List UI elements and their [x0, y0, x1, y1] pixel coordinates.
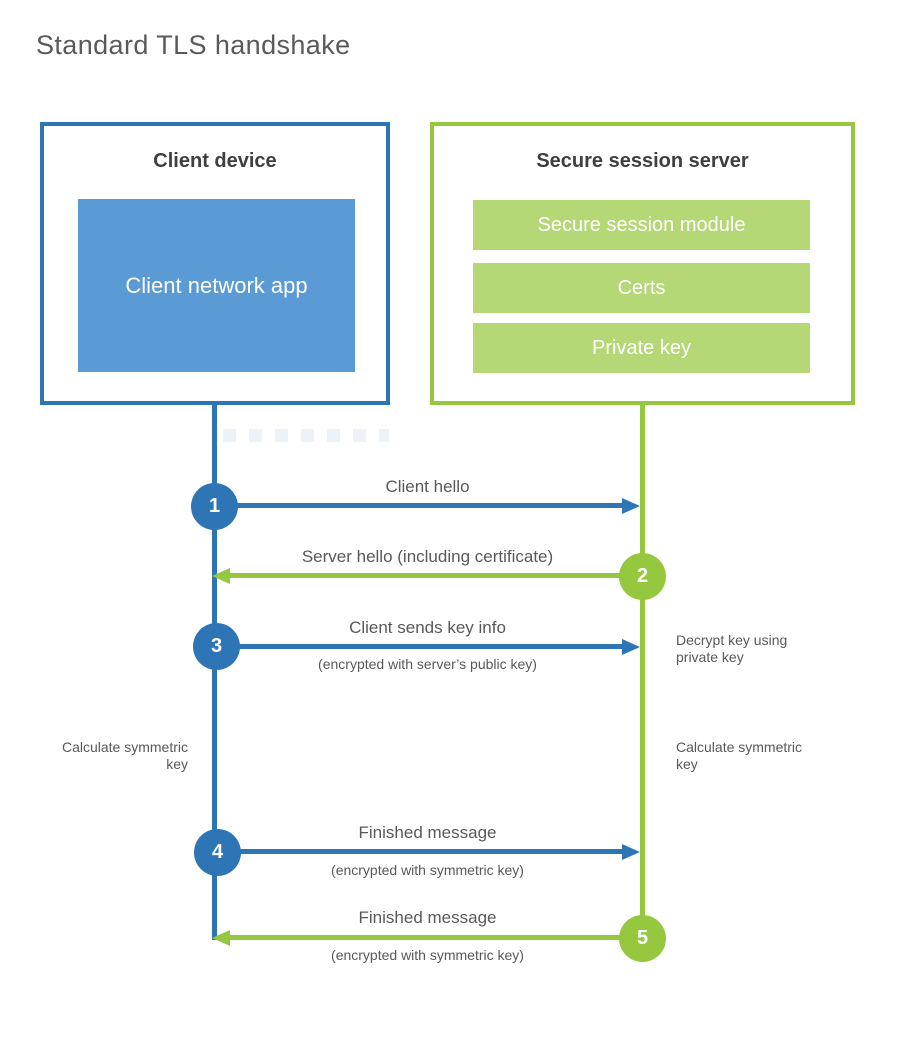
step4-arrowhead-right-icon [622, 844, 640, 860]
step3-arrowhead-right-icon [622, 639, 640, 655]
annotation-decrypt-key: Decrypt key using private key [676, 632, 788, 665]
annotation-calculate-symmetric-key-server: Calculate symmetric key [676, 739, 803, 772]
step4-message-subtext: (encrypted with symmetric key) [331, 862, 524, 878]
step1-arrowhead-right-icon [622, 498, 640, 514]
step4-message-label: Finished message [358, 823, 497, 842]
step5-number-badge: 5 [619, 915, 666, 962]
step5-message-label: Finished message [358, 908, 497, 927]
client-device-title: Client device [153, 150, 277, 172]
secure-session-server-title: Secure session server [536, 150, 749, 172]
faint-dashed-artifact [223, 429, 389, 442]
step3-number-badge: 3 [193, 623, 240, 670]
step1-arrow-line [215, 503, 623, 508]
step2-message-label: Server hello (including certificate) [301, 547, 554, 566]
server-module-certs: Certs [473, 263, 810, 313]
step5-message-subtext: (encrypted with symmetric key) [331, 947, 524, 963]
server-module-secure-session: Secure session module [473, 200, 810, 250]
client-network-app-box: Client network app [78, 199, 355, 372]
step3-arrow-line [215, 644, 623, 649]
client-lifeline [212, 405, 217, 940]
step2-arrow-line [230, 573, 642, 578]
step5-arrow-line [230, 935, 642, 940]
step3-message-label: Client sends key info [349, 618, 506, 637]
step1-message-label: Client hello [385, 477, 470, 496]
step5-arrowhead-left-icon [212, 930, 230, 946]
step4-arrow-line [215, 849, 623, 854]
step2-arrowhead-left-icon [212, 568, 230, 584]
annotation-calculate-symmetric-key-client: Calculate symmetric key [61, 739, 188, 772]
step4-number-badge: 4 [194, 829, 241, 876]
step3-message-subtext: (encrypted with server’s public key) [318, 656, 537, 672]
server-module-private-key: Private key [473, 323, 810, 373]
client-network-app-label: Client network app [125, 273, 308, 298]
server-lifeline [640, 405, 645, 962]
page-title: Standard TLS handshake [36, 30, 351, 60]
step1-number-badge: 1 [191, 483, 238, 530]
step2-number-badge: 2 [619, 553, 666, 600]
